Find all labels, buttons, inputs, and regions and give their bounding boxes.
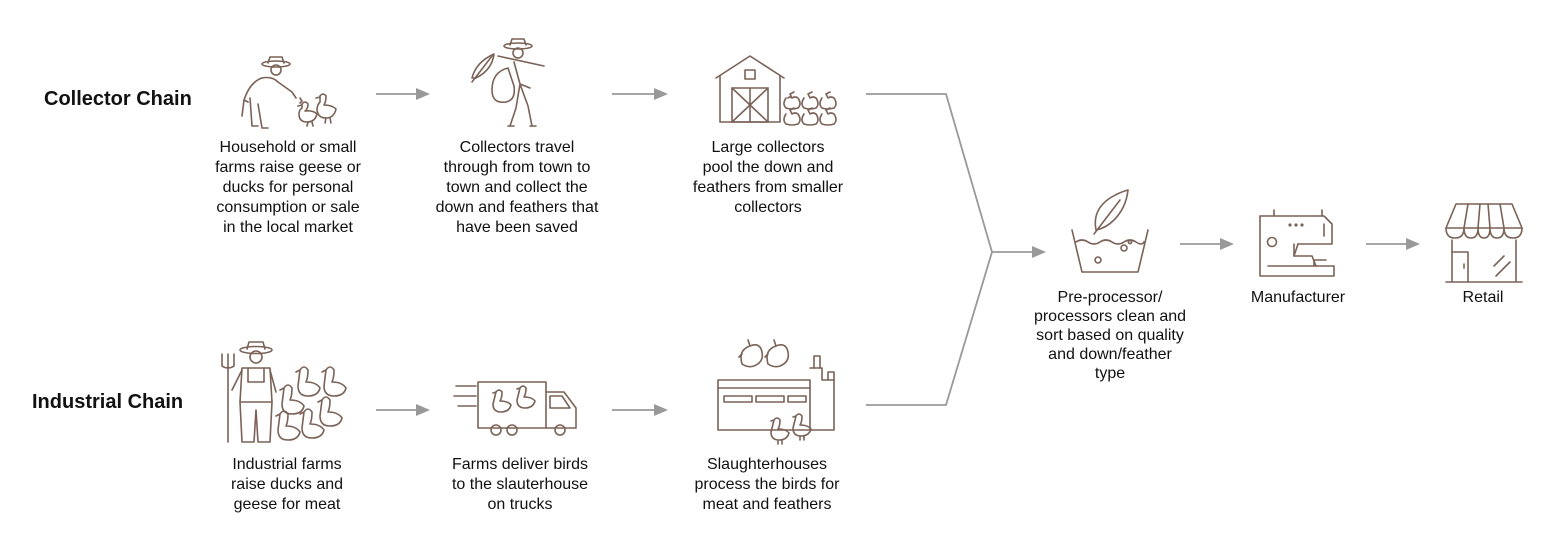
large-collectors-caption: Large collectors pool the down and feath…	[692, 139, 844, 216]
collectors-caption: Collectors travel through from town to t…	[435, 139, 599, 236]
arrow-collectors-to-large-collectors	[612, 88, 668, 100]
slaughterhouse-caption: Slaughterhouses process the birds for me…	[694, 456, 840, 513]
arrow-processor-to-manufacturer	[1180, 238, 1234, 250]
industrial-farms-caption: Industrial farms raise ducks and geese f…	[230, 456, 344, 513]
household-caption: Household or small farms raise geese or …	[215, 139, 361, 236]
collector-with-sack-icon	[468, 38, 552, 132]
manufacturer-caption: Manufacturer	[1250, 289, 1346, 306]
industrial-chain-title: Industrial Chain	[32, 391, 184, 413]
arrow-household-to-collectors	[376, 88, 430, 100]
farmer-feeding-ducks-icon	[236, 56, 346, 132]
storefront-icon	[1442, 202, 1526, 286]
arrow-industrial-to-delivery	[376, 404, 430, 416]
delivery-caption: Farms deliver birds to the slauterhouse …	[451, 456, 589, 513]
delivery-truck-icon	[453, 380, 580, 438]
sewing-machine-icon	[1254, 204, 1338, 278]
collector-chain-title: Collector Chain	[44, 88, 192, 110]
slaughterhouse-icon	[714, 339, 842, 446]
merge-connector	[866, 93, 1046, 406]
arrow-manufacturer-to-retail	[1366, 238, 1420, 250]
washing-basin-feather-icon	[1068, 189, 1152, 276]
processor-caption: Pre-processor/ processors clean and sort…	[1033, 289, 1187, 382]
retail-caption: Retail	[1462, 289, 1504, 306]
arrow-delivery-to-slaughterhouse	[612, 404, 668, 416]
farmer-with-geese-icon	[218, 340, 350, 446]
barn-with-sacks-icon	[714, 52, 838, 126]
